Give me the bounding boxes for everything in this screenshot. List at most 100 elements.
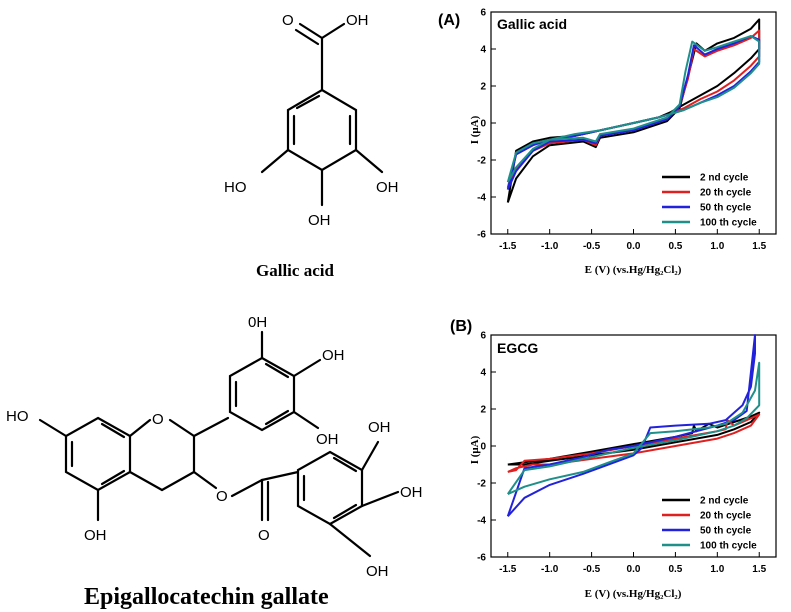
chart-b-ytick-label: -2 [477, 479, 486, 490]
chart-b-legend-label-4: 100 th cycle [700, 541, 757, 552]
chart-b-legend-label-2: 20 th cycle [700, 511, 752, 522]
gallic-carbonyl-o: O [282, 12, 294, 29]
egcg-ester-o: O [216, 488, 228, 505]
chart-a-series-line-4 [506, 35, 761, 183]
egcg-oh-g-right-bond [360, 490, 400, 508]
chart-a-ytick-label: 0 [480, 119, 486, 130]
egcg-ester-bond [230, 478, 264, 498]
chart-b-series-line-3 [506, 334, 756, 517]
chart-b-series-line-4 [506, 361, 761, 496]
gallic-carbonyl-bond [298, 22, 324, 40]
chart-b-legend-label-3: 50 th cycle [700, 526, 752, 537]
egcg-ring-o: O [152, 411, 164, 428]
chart-a-xtick-label: 1.0 [710, 241, 724, 252]
chart-a-legend-label-4: 100 th cycle [700, 218, 757, 229]
chart-b-legend: 2 nd cycle 20 th cycle 50 th cycle 100 th c… [662, 496, 757, 552]
egcg-carbonyl-o: O [258, 527, 270, 544]
egcg-oh-g-top: OH [368, 419, 391, 436]
gallic-carbonyl-bond [294, 28, 320, 46]
gallic-ring-double-bond [295, 94, 321, 110]
chart-a-ytick-label: 2 [480, 82, 486, 93]
egcg-structure: O HO OH 0H OH OH O O OH OH OH [6, 314, 423, 610]
egcg-ring-b-double-bond [264, 362, 290, 379]
gallic-oh-right: OH [376, 179, 399, 196]
egcg-ring-a-double-bond [100, 469, 126, 486]
egcg-galloyl-ring [296, 450, 364, 526]
egcg-oh-g-bottom-bond [328, 522, 372, 558]
egcg-oh-b-right-bond [292, 358, 322, 378]
chart-a-panel-label: (A) [438, 12, 460, 29]
chart-b-xtick-label: 1.0 [710, 564, 724, 575]
chart-b-xticks: -1.5 -1.0 -0.5 0.0 0.5 1.0 1.5 [499, 552, 767, 575]
chart-a-legend-label-1: 2 nd cycle [700, 173, 749, 184]
chart-a-title: Gallic acid [497, 16, 567, 32]
egcg-ester-o-bond [192, 470, 218, 490]
egcg-galloyl-link [260, 470, 300, 482]
chart-a-legend-label-3: 50 th cycle [700, 203, 752, 214]
egcg-oh-g-bottom: OH [366, 563, 389, 580]
egcg-oh-a-left: HO [6, 408, 29, 425]
chart-a-series [506, 18, 761, 203]
gallic-acid-structure: O OH HO OH OH Gallic acid [224, 12, 399, 280]
chart-b-ytick-label: 4 [480, 368, 486, 379]
chart-a-ytick-label: 4 [480, 45, 486, 56]
chart-b-ylabel: I (μA) [469, 435, 481, 464]
chart-a-ytick-label: -2 [477, 156, 486, 167]
chart-a-ylabel: I (μA) [469, 115, 481, 144]
chart-b-legend-label-1: 2 nd cycle [700, 496, 749, 507]
chart-a-ytick-label: -4 [477, 193, 486, 204]
chart-b-xtick-label: -0.5 [583, 564, 601, 575]
chart-a-ytick-label: 6 [480, 8, 486, 19]
chart-b-ytick-label: -6 [477, 553, 486, 564]
chart-b-panel-label: (B) [450, 318, 472, 335]
gallic-oh-left-bond [260, 148, 290, 174]
egcg-ring-a [64, 416, 132, 492]
chart-a-xtick-label: -0.5 [583, 241, 601, 252]
egcg-galloyl-double-bond [332, 456, 358, 473]
chart-b-xtick-label: -1.5 [499, 564, 517, 575]
egcg-ring-b-double-bond [264, 409, 290, 426]
egcg-galloyl-double-bond [332, 503, 358, 520]
chart-b-title: EGCG [497, 340, 538, 356]
chart-a-series-line-3 [506, 35, 761, 191]
egcg-oh-b-right: OH [322, 347, 345, 364]
egcg-ring-b [228, 356, 296, 432]
egcg-caption: Epigallocatechin gallate [84, 584, 329, 610]
gallic-oh-left: HO [224, 179, 247, 196]
chart-a-xtick-label: -1.0 [541, 241, 559, 252]
chart-a-series-line-2 [506, 29, 761, 189]
egcg-oh-g-top-bond [360, 440, 380, 472]
chart-b: (B) EGCG -6 -4 -2 0 2 4 6 -1.5 -1.0 -0.5 0.0 0.5 1.… [450, 318, 777, 600]
egcg-oh-b-lower: OH [316, 431, 339, 448]
gallic-oh-right-bond [354, 148, 384, 174]
chart-a-xtick-label: 0.5 [668, 241, 682, 252]
gallic-ring [286, 88, 358, 172]
chart-b-ytick-label: -4 [477, 516, 486, 527]
gallic-oh-bottom: OH [308, 212, 331, 229]
egcg-oh-top: 0H [248, 314, 267, 331]
egcg-ring-c-bond [128, 470, 164, 492]
egcg-ring-a-double-bond [100, 422, 126, 439]
egcg-oh-g-right: OH [400, 484, 423, 501]
chart-b-xtick-label: -1.0 [541, 564, 559, 575]
egcg-ring-c-bond [128, 418, 152, 438]
chart-b-yticks: -6 -4 -2 0 2 4 6 [477, 331, 496, 564]
chart-b-xtick-label: 0.5 [668, 564, 682, 575]
egcg-oh-a-bottom: OH [84, 527, 107, 544]
chart-b-ytick-label: 2 [480, 405, 486, 416]
chart-b-xtick-label: 1.5 [752, 564, 766, 575]
chart-b-xlabel: E (V) (vs.Hg/Hg₂Cl₂) [585, 588, 682, 600]
chart-b-ytick-label: 0 [480, 442, 486, 453]
chart-a-xlabel: E (V) (vs.Hg/Hg₂Cl₂) [585, 264, 682, 276]
chart-b-ytick-label: 6 [480, 331, 486, 342]
egcg-ring-b-link [192, 416, 230, 438]
egcg-oh-a-left-bond [38, 418, 68, 438]
chart-b-xtick-label: 0.0 [627, 564, 641, 575]
gallic-acid-caption: Gallic acid [256, 261, 334, 280]
gallic-acid-oh: OH [346, 12, 369, 29]
